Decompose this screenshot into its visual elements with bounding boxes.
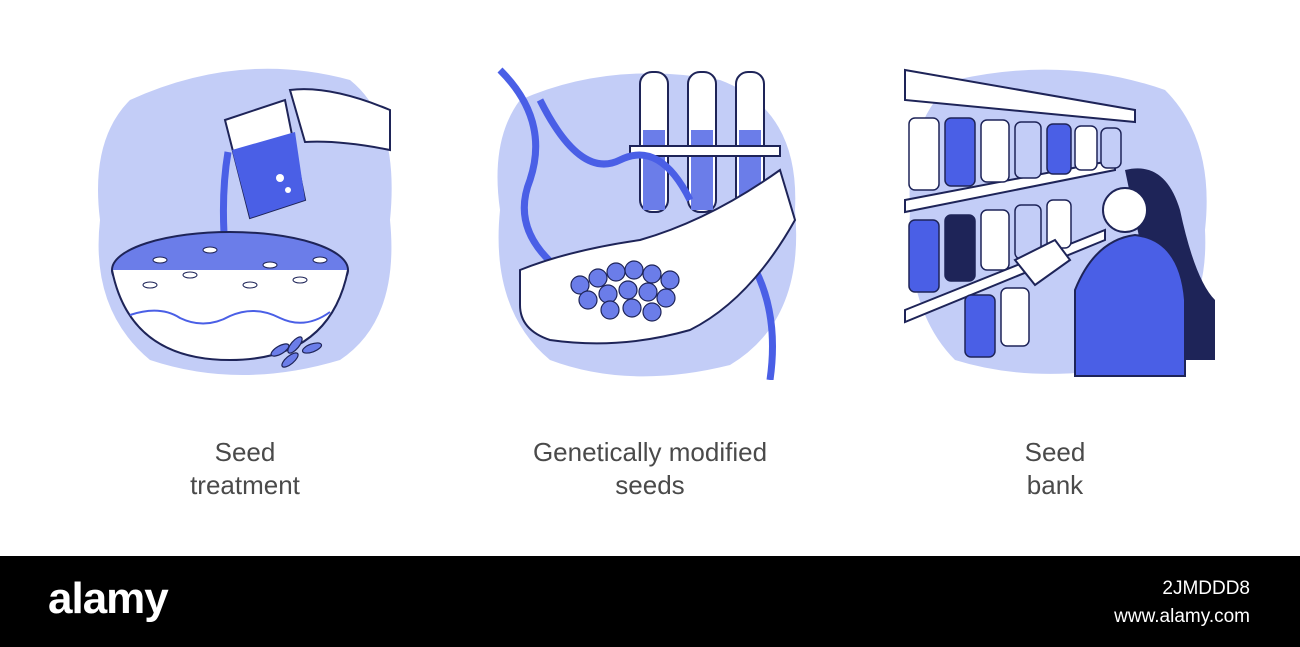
caption-line: Seed: [1024, 437, 1086, 467]
site-url: www.alamy.com: [1114, 606, 1250, 627]
brand-logo: alamy: [48, 574, 169, 623]
caption-seed-treatment: Seed treatment: [90, 436, 400, 502]
gmo-seeds-illustration: [497, 67, 797, 380]
caption-line: treatment: [190, 470, 300, 500]
panel-genetically-modified-seeds: Genetically modified seeds: [490, 0, 810, 556]
watermark-footer: alamy 2JMDDD8 www.alamy.com: [0, 556, 1300, 647]
caption-gmo-seeds: Genetically modified seeds: [490, 436, 810, 502]
caption-line: seeds: [615, 470, 685, 500]
image-id: 2JMDDD8: [1162, 578, 1250, 599]
caption-line: Genetically modified: [532, 437, 768, 467]
panel-seed-treatment: Seed treatment: [90, 0, 400, 556]
caption-seed-bank: Seed bank: [895, 436, 1215, 502]
seed-bank-illustration: [904, 68, 1215, 377]
seed-treatment-illustration: [98, 68, 392, 375]
panel-seed-bank: Seed bank: [895, 0, 1215, 556]
caption-line: Seed: [214, 437, 276, 467]
caption-line: bank: [1026, 470, 1084, 500]
